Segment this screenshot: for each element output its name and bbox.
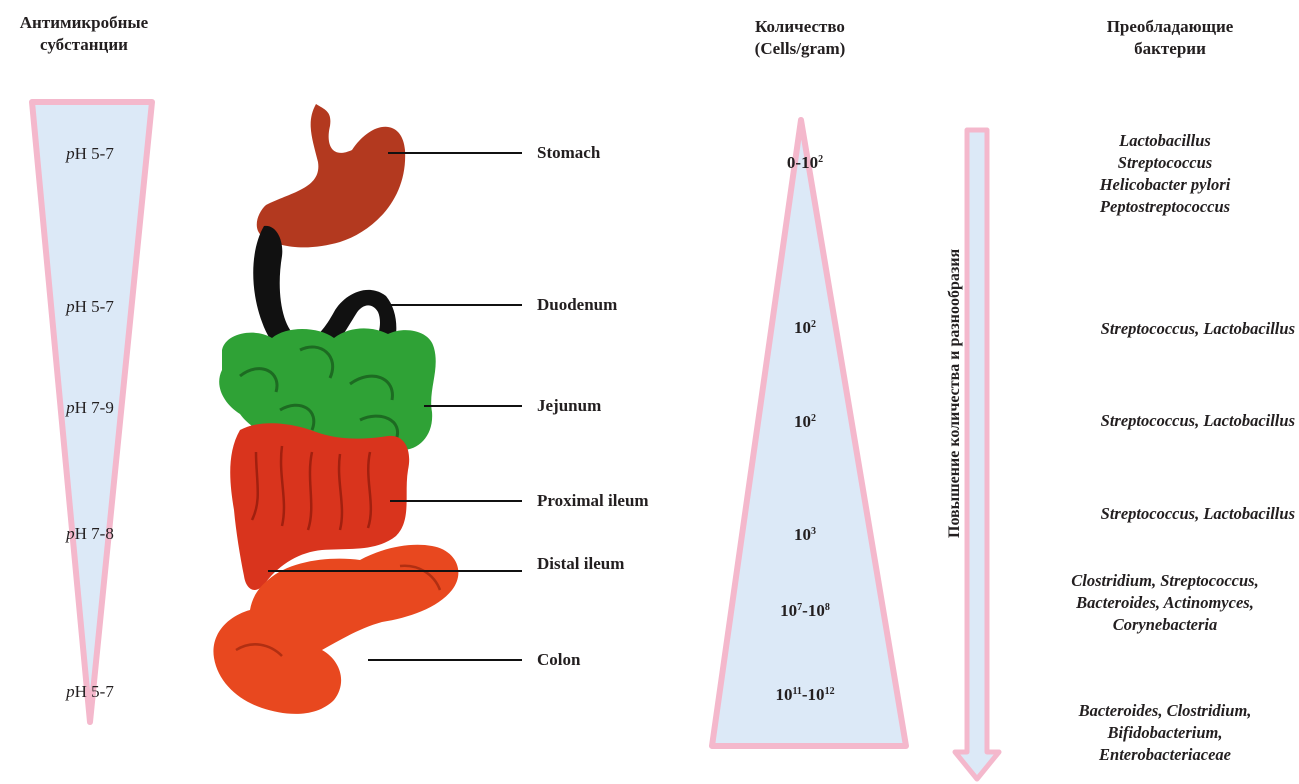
ph-prefix: p [66,144,75,163]
cell-count: 103 [725,522,885,545]
bacteria-name: Streptococcus [1045,152,1285,174]
count-base: 10 [794,412,811,431]
bacteria-list-distal-ileum: Clostridium, Streptococcus, Bacteroides,… [1045,570,1285,636]
bacteria-list-proximal-ileum: Streptococcus, Lactobacillus [995,503,1295,525]
bacteria-name: Corynebacteria [1045,614,1285,636]
gi-tract-illustration [213,104,458,714]
bacteria-name: Helicobacter pylori [1045,174,1285,196]
count-base: 10 [794,318,811,337]
cell-count: 102 [725,409,885,432]
bacteria-name: Bacteroides, Clostridium, [1045,700,1285,722]
count-base: 10 [775,685,792,704]
bacteria-name: Enterobacteriaceae [1045,744,1285,766]
count-exponent-2: 12 [825,686,835,697]
ph-value: pH 5-7 [20,297,160,317]
count-base-2: -10 [802,685,825,704]
count-exponent: 2 [818,154,823,165]
bacteria-list-stomach: Lactobacillus Streptococcus Helicobacter… [1045,130,1285,218]
count-exponent-2: 8 [825,602,830,613]
ph-prefix: p [66,682,75,701]
ph-prefix: p [66,398,75,417]
bacteria-name: Streptococcus, Lactobacillus [995,410,1295,432]
bacteria-list-duodenum: Streptococcus, Lactobacillus [995,318,1295,340]
count-base: 10 [780,601,797,620]
bacteria-list-jejunum: Streptococcus, Lactobacillus [995,410,1295,432]
count-base: 0-10 [787,153,818,172]
count-base-2: -10 [802,601,825,620]
cell-count: 102 [725,315,885,338]
cell-count: 107-108 [725,598,885,621]
ph-value: pH 5-7 [20,144,160,164]
organ-label-colon: Colon [537,650,580,670]
count-exponent: 2 [811,319,816,330]
increase-label: Повышение количества и разнообразия [943,338,967,538]
bacteria-list-colon: Bacteroides, Clostridium, Bifidobacteriu… [1045,700,1285,766]
stomach-shape [257,104,405,247]
bacteria-name: Streptococcus, Lactobacillus [995,503,1295,525]
count-gradient-triangle [712,120,906,746]
ph-value: pH 7-9 [20,398,160,418]
bacteria-name: Bifidobacterium, [1045,722,1285,744]
bacteria-name: Bacteroides, Actinomyces, [1045,592,1285,614]
ph-rest: H 5-7 [75,297,114,316]
ph-rest: H 5-7 [75,682,114,701]
ph-value: pH 5-7 [20,682,160,702]
organ-label-stomach: Stomach [537,143,600,163]
count-exponent: 2 [811,413,816,424]
bacteria-name: Lactobacillus [1045,130,1285,152]
cell-count: 1011-1012 [725,682,885,705]
organ-label-jejunum: Jejunum [537,396,601,416]
cell-count: 0-102 [725,150,885,173]
count-exponent: 3 [811,526,816,537]
bacteria-name: Streptococcus, Lactobacillus [995,318,1295,340]
ph-prefix: p [66,524,75,543]
organ-label-distal-ileum: Distal ileum [537,554,624,574]
count-base: 10 [794,525,811,544]
bacteria-name: Clostridium, Streptococcus, [1045,570,1285,592]
ph-rest: H 7-8 [75,524,114,543]
organ-label-duodenum: Duodenum [537,295,617,315]
count-exponent: 11 [792,686,801,697]
organ-label-proximal-ileum: Proximal ileum [537,491,649,511]
ph-value: pH 7-8 [20,524,160,544]
ph-prefix: p [66,297,75,316]
bacteria-name: Peptostreptococcus [1045,196,1285,218]
ph-rest: H 7-9 [75,398,114,417]
ph-rest: H 5-7 [75,144,114,163]
